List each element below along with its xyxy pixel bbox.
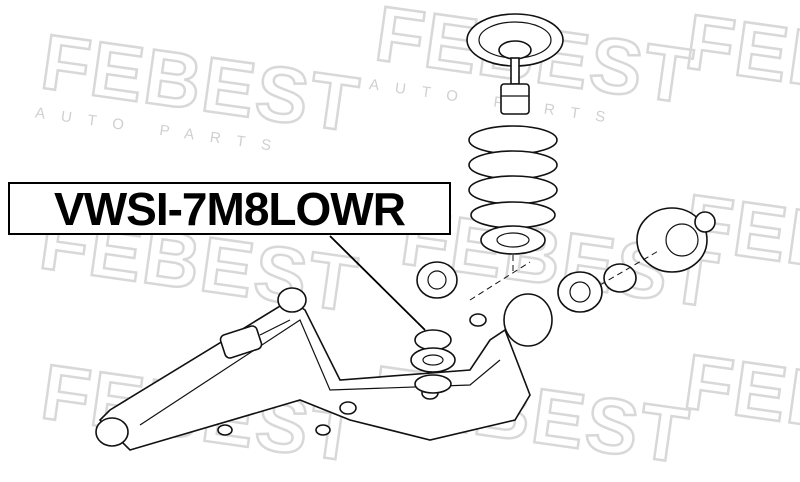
watermark-logo: FEBEST: [681, 0, 800, 129]
bushing-upper: [416, 261, 458, 299]
part-number-label: VWSI-7M8LOWR: [8, 182, 451, 235]
control-arm: [95, 287, 531, 451]
front-bushing: [219, 319, 291, 359]
rear-silent-block: [410, 313, 487, 394]
spring-top-mount: [466, 13, 564, 115]
watermark-logo: FEBEST: [679, 337, 800, 469]
coil-spring: [468, 125, 558, 275]
leader-line: [329, 235, 426, 331]
wheel-hub: [469, 207, 716, 347]
